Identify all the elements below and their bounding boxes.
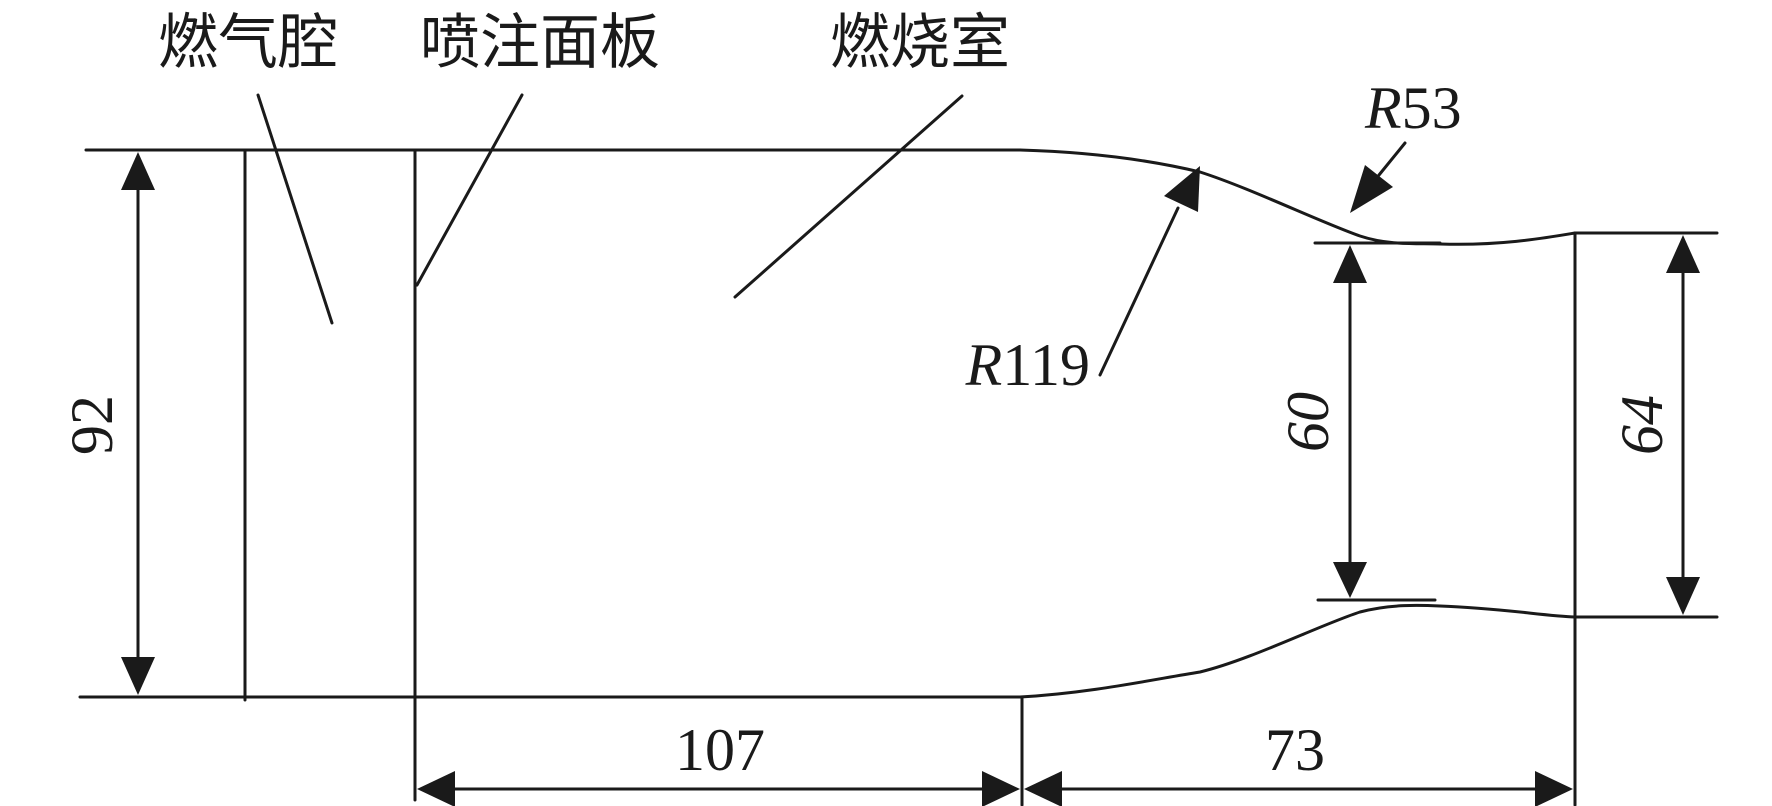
- dimension-value: 60: [1275, 392, 1341, 452]
- dimension-value: 92: [59, 395, 125, 455]
- leader-line: [733, 94, 964, 299]
- dimension-value: 107: [675, 717, 765, 783]
- arrowhead-left: [1024, 771, 1062, 806]
- radius-prefix: R: [1364, 75, 1402, 141]
- arrowhead-left: [417, 771, 455, 806]
- arrowhead-up: [121, 152, 155, 190]
- dimension-throat-diameter: 60: [1275, 245, 1367, 598]
- dimension-chamber-diameter: 92: [59, 152, 155, 695]
- radius-value: 53: [1402, 75, 1462, 141]
- leader-line: [415, 93, 524, 287]
- lower-contour: [1018, 603, 1577, 699]
- dimension-value: 64: [1609, 395, 1675, 455]
- arrowhead-down: [121, 657, 155, 695]
- arrowhead: [1164, 166, 1200, 212]
- arrowhead-right: [1535, 771, 1573, 806]
- arrowhead-down: [1666, 577, 1700, 615]
- arrowhead-down: [1333, 562, 1367, 598]
- callout-injector-plate: 喷注面板: [415, 8, 660, 287]
- chamber-outline: [78, 148, 1577, 806]
- arrowhead: [1350, 165, 1393, 213]
- leader-line: [1098, 206, 1180, 377]
- label-gas-cavity: 燃气腔: [158, 8, 338, 78]
- arrowhead-right: [982, 771, 1020, 806]
- label-injector-plate: 喷注面板: [420, 8, 660, 78]
- radius-label: R53: [1364, 75, 1462, 141]
- dimension-exit-diameter: 64: [1609, 235, 1700, 615]
- dimension-nozzle-length: 73: [1024, 717, 1573, 806]
- upper-contour: [1018, 148, 1577, 246]
- radius-r119: R119: [965, 166, 1200, 398]
- radius-r53: R53: [1350, 75, 1462, 213]
- label-combustion-chamber: 燃烧室: [830, 8, 1010, 78]
- callout-gas-cavity: 燃气腔: [158, 8, 338, 325]
- dimension-value: 73: [1265, 717, 1325, 783]
- arrowhead-up: [1666, 235, 1700, 273]
- arrowhead-up: [1333, 245, 1367, 283]
- extension-lines: [1313, 231, 1719, 619]
- radius-label: R119: [965, 332, 1090, 398]
- dimension-chamber-length: 107: [417, 717, 1020, 806]
- leader-line: [1377, 141, 1407, 177]
- radius-value: 119: [1002, 332, 1090, 398]
- callout-combustion-chamber: 燃烧室: [733, 8, 1010, 299]
- radius-prefix: R: [965, 332, 1003, 398]
- leader-line: [256, 93, 334, 325]
